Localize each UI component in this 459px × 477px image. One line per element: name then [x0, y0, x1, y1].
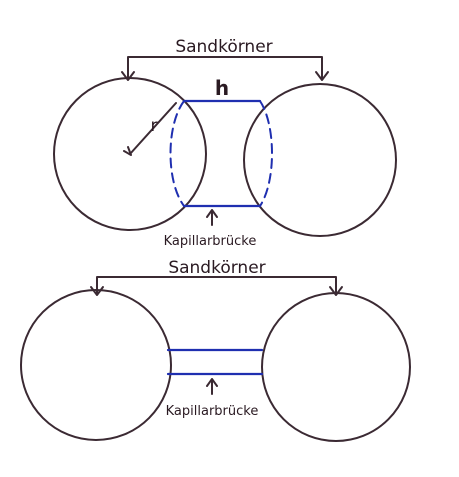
bottom-bridge-label: Kapillarbrücke	[166, 404, 259, 419]
radius-label: r	[151, 116, 158, 136]
top-bridge-pointer-head	[206, 209, 218, 218]
top-diagram: Sandkörner r h Kapillarbrücke	[53, 37, 397, 249]
top-grains-arrow-left	[121, 71, 135, 81]
bottom-bridge-pointer-head	[206, 378, 218, 387]
radius-center-mark	[123, 146, 132, 156]
bottom-left-sand-grain	[20, 289, 172, 441]
bottom-grains-label: Sandkörner	[168, 258, 265, 278]
top-left-sand-grain	[53, 77, 207, 231]
top-grains-label: Sandkörner	[175, 37, 272, 57]
top-grains-bracket	[127, 56, 323, 79]
bottom-diagram: Sandkörner Kapillarbrücke	[20, 258, 411, 442]
bridge-right-dashed-ellipse	[259, 100, 273, 207]
bridge-left-dashed-ellipse	[169, 100, 185, 207]
bottom-grains-bracket	[96, 276, 337, 294]
radius-line	[129, 102, 177, 155]
top-grains-arrow-right	[315, 71, 329, 81]
bottom-grains-arrow-right	[329, 286, 343, 296]
bottom-right-sand-grain	[261, 292, 411, 442]
top-right-sand-grain	[243, 83, 397, 237]
height-label: h	[215, 76, 229, 100]
top-bridge-label: Kapillarbrücke	[164, 234, 257, 249]
